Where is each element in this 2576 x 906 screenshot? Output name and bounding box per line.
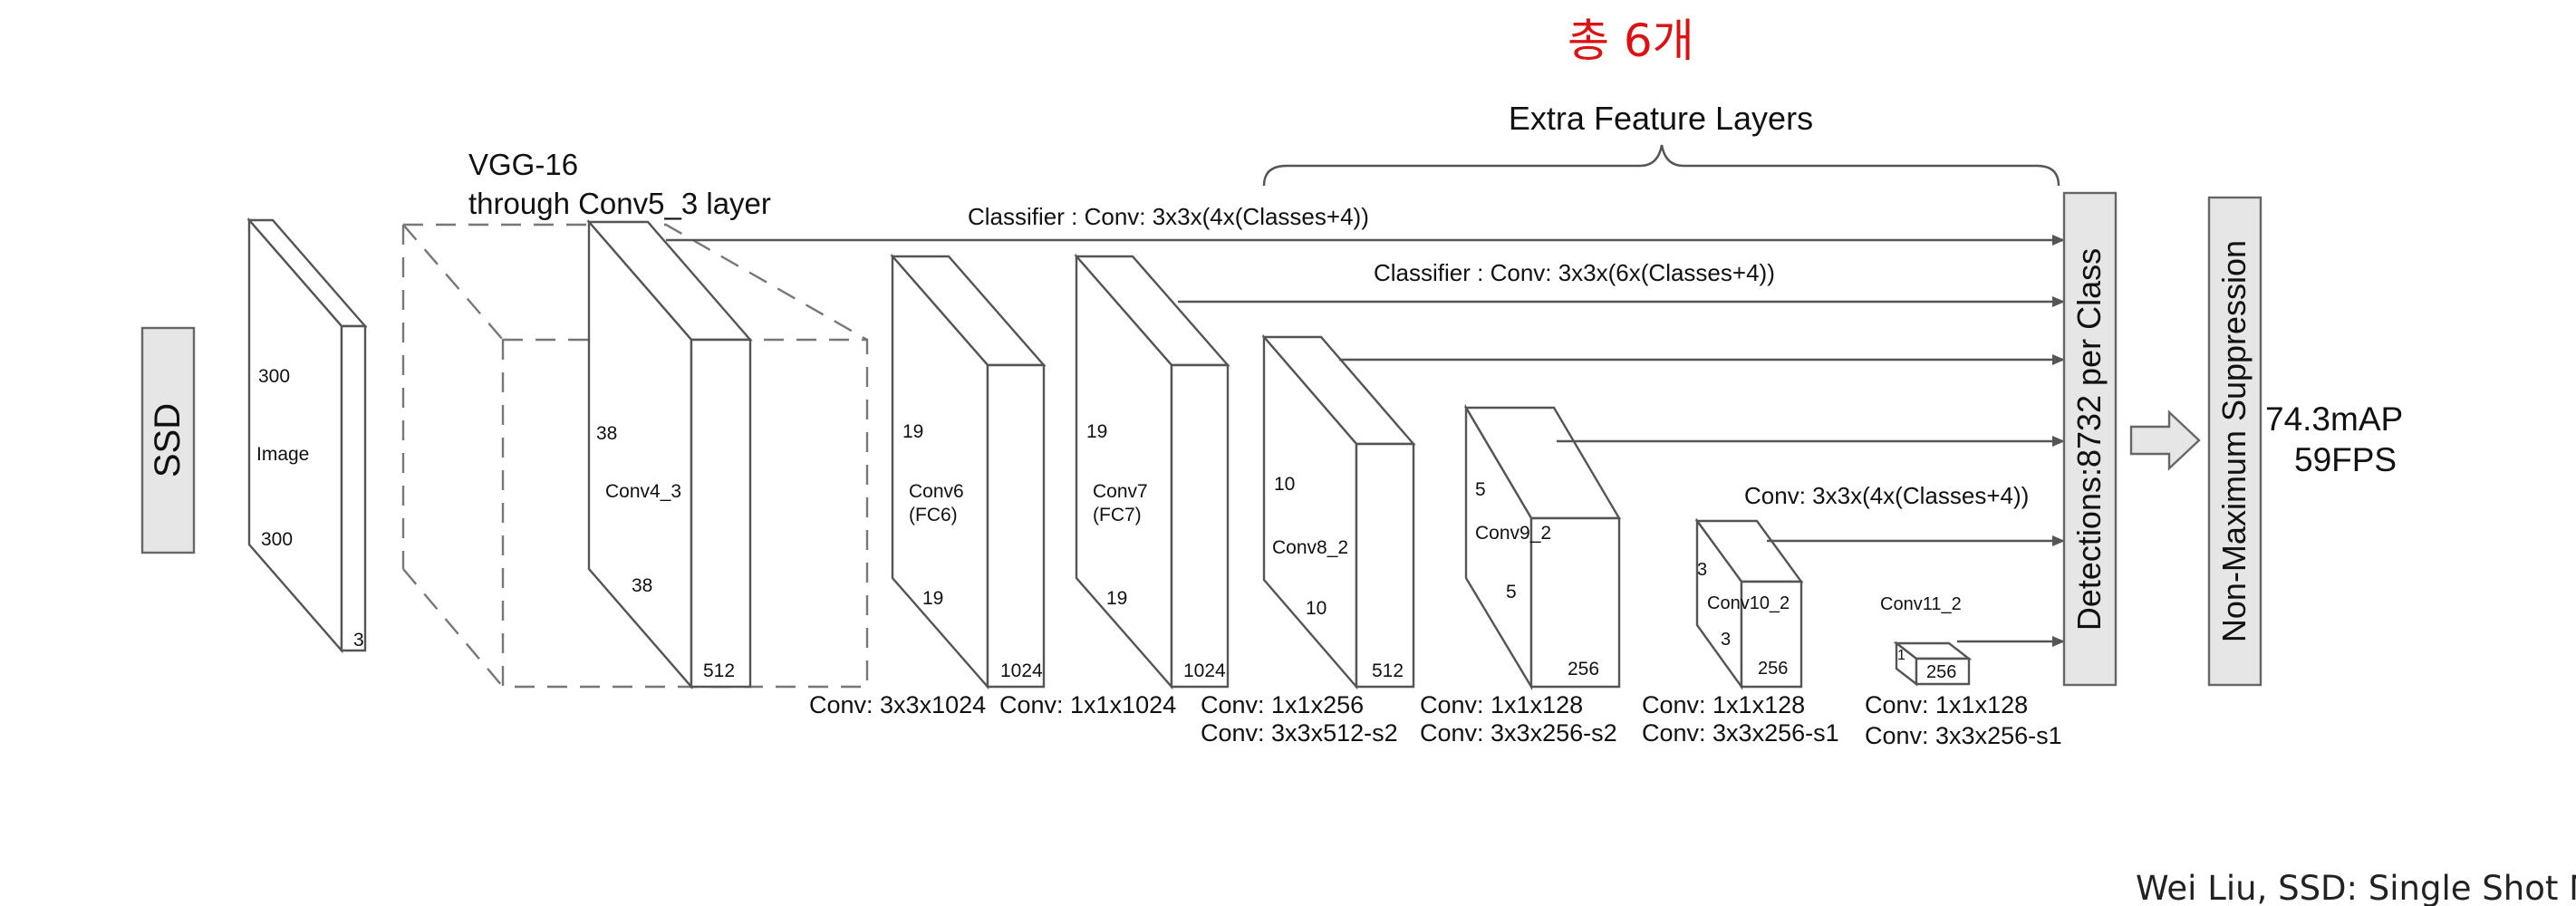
extra-feature-layers-label: Extra Feature Layers <box>1509 100 1813 137</box>
detections-label: Detections:8732 per Class <box>2070 248 2108 631</box>
conv4-3-depth: 512 <box>703 660 735 681</box>
conv11-2-block <box>1893 641 1973 687</box>
conv9-2-block <box>1463 403 1622 691</box>
conv9-2-op-line2: Conv: 3x3x256-s2 <box>1420 719 1617 747</box>
conv10-2-depth: 256 <box>1758 659 1788 679</box>
conv7-op: Conv: 1x1x1024 <box>999 691 1176 718</box>
conv6-label-line2: (FC6) <box>909 505 958 525</box>
conv9-2-height: 5 <box>1506 582 1517 602</box>
conv11-2-op-line1: Conv: 1x1x128 <box>1865 691 2028 718</box>
conv11-2-depth: 256 <box>1926 662 1956 682</box>
citation: Wei Liu, SSD: Single Shot M <box>2136 869 2576 906</box>
conv10-2-block <box>1694 517 1804 690</box>
conv6-width: 19 <box>902 421 923 442</box>
image-channels: 3 <box>353 630 364 651</box>
conv7-height: 19 <box>1106 588 1127 609</box>
conv9-2-depth: 256 <box>1568 659 1599 680</box>
ssd-label: SSD <box>148 403 188 477</box>
conv4-3-block <box>586 218 753 690</box>
result-map: 74.3mAP <box>2265 400 2403 438</box>
conv4-3-width: 38 <box>596 423 617 444</box>
conv11-2-op-line2: Conv: 3x3x256-s1 <box>1865 722 2062 749</box>
conv10-2-op-line2: Conv: 3x3x256-s1 <box>1642 719 1839 747</box>
conv11-2-width: 1 <box>1897 648 1905 663</box>
conv8-2-width: 10 <box>1274 474 1295 495</box>
conv10-2-width: 3 <box>1697 560 1707 580</box>
nms-box <box>2207 196 2262 687</box>
vgg-title-line2: through Conv5_3 layer <box>468 187 771 220</box>
conv8-2-op-line2: Conv: 3x3x512-s2 <box>1201 719 1398 747</box>
conv7-label-line2: (FC7) <box>1093 505 1142 525</box>
conv7-block <box>1074 253 1230 690</box>
conv6-depth: 1024 <box>1000 660 1043 681</box>
handwritten-note: 총 6개 <box>1568 14 1694 67</box>
image-width: 300 <box>258 366 290 387</box>
input-image-block <box>246 217 368 654</box>
detections-box <box>2062 191 2118 687</box>
conv10-2-height: 3 <box>1721 630 1731 650</box>
image-label: Image <box>256 444 309 465</box>
conv10-2-label: Conv10_2 <box>1707 593 1790 613</box>
vgg-title-line1: VGG-16 <box>468 148 578 181</box>
conv10-2-op-line1: Conv: 1x1x128 <box>1642 691 1805 718</box>
conv4-3-label: Conv4_3 <box>605 481 681 502</box>
conv11-2-label: Conv11_2 <box>1880 594 1962 614</box>
conv6-op: Conv: 3x3x1024 <box>809 691 986 718</box>
classifier-label-2: Classifier : Conv: 3x3x(6x(Classes+4)) <box>1374 259 1775 286</box>
nms-arrow <box>2129 410 2201 471</box>
conv7-depth: 1024 <box>1183 660 1226 681</box>
extra-feature-layers-brace <box>1262 144 2060 187</box>
conv8-2-block <box>1261 333 1416 690</box>
conv6-label-line1: Conv6 <box>909 481 964 502</box>
conv8-2-height: 10 <box>1306 598 1327 619</box>
conv9-2-width: 5 <box>1475 479 1486 500</box>
conv9-2-label: Conv9_2 <box>1475 523 1551 544</box>
conv7-label-line1: Conv7 <box>1093 481 1148 502</box>
classifier-label-1: Classifier : Conv: 3x3x(4x(Classes+4)) <box>968 203 1369 230</box>
nms-label: Non-Maximum Suppression <box>2215 240 2253 642</box>
result-fps: 59FPS <box>2294 441 2397 478</box>
classifier-label-3: Conv: 3x3x(4x(Classes+4)) <box>1744 482 2029 509</box>
conv9-2-op-line1: Conv: 1x1x128 <box>1420 691 1583 718</box>
image-height: 300 <box>261 529 293 550</box>
conv4-3-height: 38 <box>632 575 652 596</box>
ssd-box <box>140 326 196 554</box>
conv6-height: 19 <box>922 588 943 609</box>
conv8-2-label: Conv8_2 <box>1272 537 1348 558</box>
conv8-2-depth: 512 <box>1372 660 1404 681</box>
conv6-block <box>890 253 1047 690</box>
conv7-width: 19 <box>1086 421 1107 442</box>
conv8-2-op-line1: Conv: 1x1x256 <box>1201 691 1364 718</box>
